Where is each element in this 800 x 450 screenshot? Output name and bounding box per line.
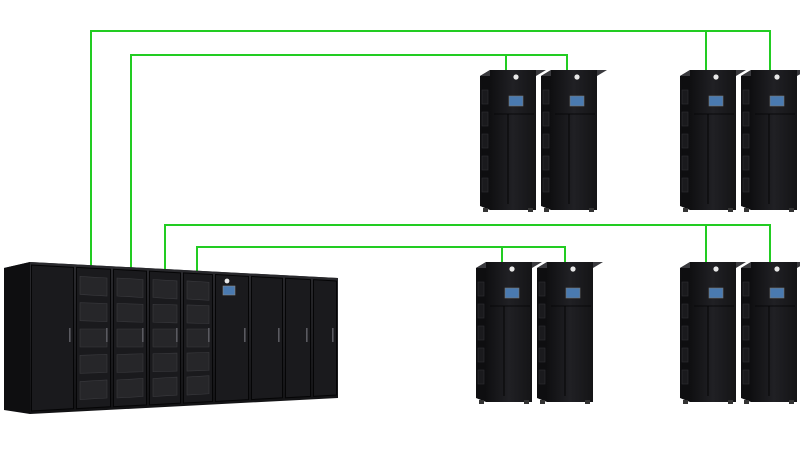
ups-rack-cabinet-icon [680, 262, 746, 404]
module-display-screen [708, 95, 724, 107]
connection-line-bottom-outer [164, 224, 771, 270]
module-display-screen [565, 287, 581, 299]
ups-rack-cabinet-icon [537, 262, 603, 404]
vertiv-logo-icon [574, 74, 580, 80]
main-cabinet-bay [149, 270, 181, 406]
main-cabinet-display-screen [222, 285, 236, 296]
main-cabinet-bay [285, 277, 311, 399]
module-display-screen [708, 287, 724, 299]
module-display-screen [769, 287, 785, 299]
vertiv-logo-icon [570, 266, 576, 272]
ups-rack-cabinet-icon [541, 70, 607, 212]
main-cabinet-bay [183, 272, 213, 404]
connection-lines [90, 30, 771, 272]
connection-line-top-outer [90, 30, 771, 268]
main-cabinet-bay [215, 274, 249, 402]
vertiv-logo-icon [774, 266, 780, 272]
vertiv-logo-icon [774, 74, 780, 80]
ups-rack-cabinet-icon [476, 262, 542, 404]
connection-line-bottom-inner [196, 246, 566, 272]
ups-rack-cabinet-icon [480, 70, 546, 212]
module-display-screen [769, 95, 785, 107]
vertiv-logo-icon [713, 266, 719, 272]
main-cabinet-bay [113, 268, 147, 408]
vertiv-logo-icon [713, 74, 719, 80]
vertiv-logo-icon [224, 278, 230, 284]
ups-main-cabinet-icon [4, 262, 338, 414]
main-cabinet-bay [76, 266, 111, 410]
vertiv-logo-icon [509, 266, 515, 272]
module-display-screen [508, 95, 524, 107]
module-display-screen [569, 95, 585, 107]
connection-line-top-inner [130, 54, 568, 268]
ups-rack-cabinet-icon [741, 70, 800, 212]
main-cabinet-side [4, 262, 30, 414]
module-display-screen [504, 287, 520, 299]
ups-module-groups [476, 70, 800, 404]
ups-rack-cabinet-icon [680, 70, 746, 212]
main-cabinet-bay [251, 275, 283, 401]
main-cabinet-bay [31, 264, 74, 412]
main-cabinet-bay [313, 279, 337, 397]
ups-rack-cabinet-icon [741, 262, 800, 404]
vertiv-logo-icon [513, 74, 519, 80]
